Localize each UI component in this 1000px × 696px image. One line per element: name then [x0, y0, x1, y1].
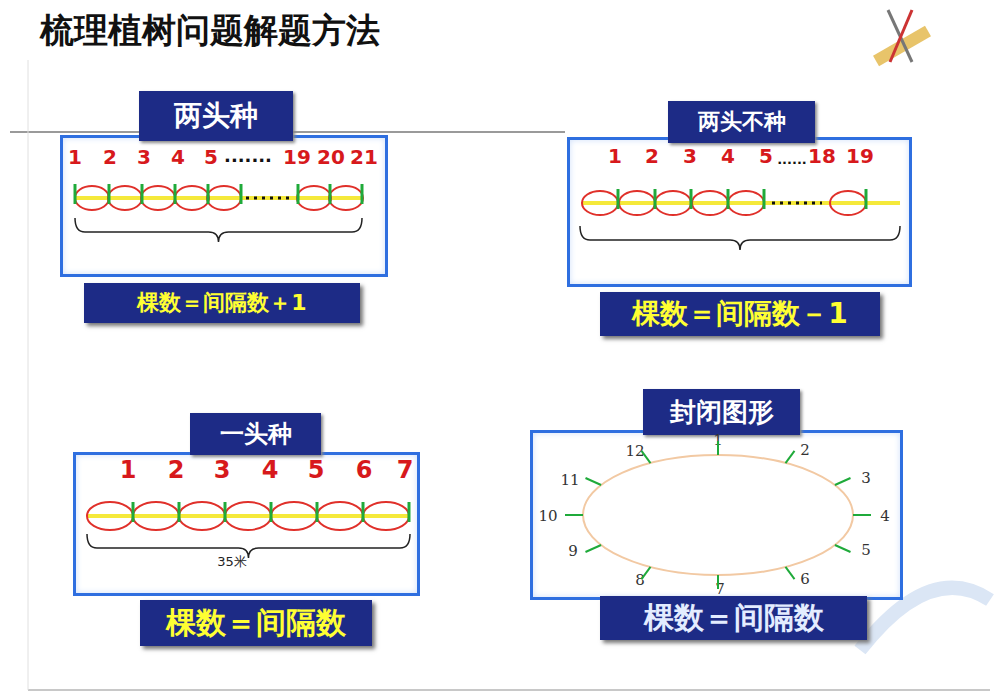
- tree-number: 7: [397, 456, 414, 484]
- ellipsis-mark: .......: [224, 145, 272, 166]
- tree-row: [75, 184, 363, 242]
- clock-number: 3: [861, 469, 871, 487]
- panel-heading: 两头不种: [668, 101, 815, 143]
- heading-text: 两头种: [174, 97, 258, 135]
- tree-number: 4: [262, 456, 279, 484]
- tree-number: 20: [317, 145, 345, 169]
- tree-number: 19: [846, 144, 874, 168]
- tree-number: 3: [683, 144, 697, 168]
- tree-number: 5: [204, 145, 218, 169]
- formula-box: 棵数＝间隔数: [600, 596, 867, 640]
- tree-number: 2: [103, 145, 117, 169]
- tree-number: 1: [120, 456, 137, 484]
- tree-number: 21: [350, 145, 378, 169]
- clock-number: 11: [560, 471, 579, 489]
- formula-text: 棵数＝间隔数: [644, 598, 824, 639]
- panel-heading: 两头种: [139, 91, 293, 141]
- formula-text: 棵数＝间隔数－1: [632, 295, 847, 333]
- tree-number: 19: [283, 145, 311, 169]
- tree-number: 3: [137, 145, 151, 169]
- tree-number: 6: [356, 456, 373, 484]
- tree-row: [87, 502, 410, 558]
- frame-line: [28, 60, 29, 690]
- heading-text: 两头不种: [698, 107, 786, 137]
- formula-text: 棵数＝间隔数: [166, 603, 346, 644]
- clock-number: 6: [800, 570, 810, 588]
- case-panel: 封闭图形: [530, 430, 903, 600]
- panel-heading: 一头种: [190, 413, 321, 455]
- formula-box: 棵数＝间隔数: [140, 600, 372, 646]
- clock-number: 5: [861, 541, 871, 559]
- tree-number: 18: [808, 144, 836, 168]
- brace: [580, 226, 900, 250]
- tree-number: 5: [759, 144, 773, 168]
- tree-number: 4: [171, 145, 185, 169]
- formula-box: 棵数＝间隔数－1: [600, 292, 880, 336]
- formula-box: 棵数＝间隔数＋1: [84, 283, 360, 323]
- clock-number: 7: [715, 580, 725, 598]
- tree-row: [580, 189, 900, 250]
- tree-number: 2: [168, 456, 185, 484]
- length-label: 35米: [217, 553, 247, 571]
- clock-number: 10: [538, 507, 557, 525]
- tree-number: 2: [645, 144, 659, 168]
- brace: [75, 218, 362, 242]
- tree-number: 1: [68, 145, 82, 169]
- tree-number: 4: [721, 144, 735, 168]
- formula-text: 棵数＝间隔数＋1: [137, 288, 306, 318]
- clock-number: 9: [568, 542, 578, 560]
- tree-number: 5: [308, 456, 325, 484]
- tree-number: 3: [214, 456, 231, 484]
- tree-number: 1: [608, 144, 622, 168]
- ruler-icon: [873, 10, 931, 66]
- closed-shape: [565, 441, 871, 589]
- clock-number: 4: [880, 507, 890, 525]
- ellipsis-mark: ......: [777, 152, 807, 167]
- heading-text: 一头种: [220, 418, 292, 450]
- panel-heading: 封闭图形: [643, 389, 800, 435]
- clock-number: 2: [800, 441, 810, 459]
- clock-number: 1: [713, 431, 723, 449]
- frame-line: [28, 689, 990, 691]
- clock-number: 8: [635, 571, 645, 589]
- clock-number: 12: [625, 442, 644, 460]
- heading-text: 封闭图形: [670, 395, 774, 430]
- brace: [87, 534, 410, 558]
- slide-title: 梳理植树问题解题方法: [40, 8, 380, 54]
